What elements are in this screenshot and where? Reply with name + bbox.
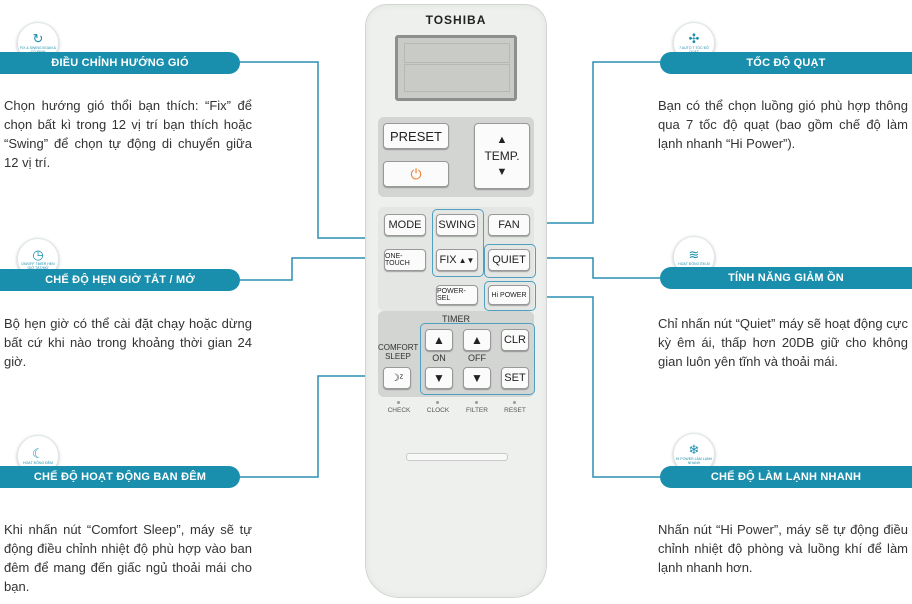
feature-desc-sleep: Khi nhấn nút “Comfort Sleep”, máy sẽ tự … (4, 522, 252, 594)
comfort-sleep-button[interactable]: ☽ᶻ (383, 367, 411, 389)
power-icon: ⏻ (410, 165, 422, 182)
timer-icon: ◷ (32, 247, 44, 262)
set-button[interactable]: SET (501, 367, 529, 389)
connector-fan (530, 61, 660, 224)
feature-desc-fan: Bạn có thể chọn luồng gió phù hợp thông … (658, 98, 908, 151)
timer-label: TIMER (442, 314, 470, 324)
up-arrow-icon: ▲ (433, 333, 445, 347)
up-arrow-icon: ▲ (471, 333, 483, 347)
feature-title-hipower: CHẾ ĐỘ LÀM LẠNH NHANH (660, 466, 912, 488)
feature-desc-airflow: Chọn hướng gió thổi bạn thích: “Fix” để … (4, 98, 252, 170)
sleep-icon: ☽ᶻ (390, 372, 404, 384)
down-arrow-icon: ▼ (433, 371, 445, 385)
hi-power-button[interactable]: Hi POWER (488, 285, 530, 305)
lcd-display (395, 35, 517, 101)
power-sel-button[interactable]: POWER-SEL (436, 285, 478, 305)
reset-indicator: RESET (504, 407, 526, 414)
clock-indicator: CLOCK (426, 407, 450, 414)
temp-up-icon: ▲ (496, 134, 508, 146)
fast-cooling-icon: ❄ (688, 442, 700, 457)
feature-desc-timer: Bộ hẹn giờ có thể cài đặt chạy hoặc dừng… (4, 316, 252, 369)
connector-fix (240, 257, 432, 281)
feature-title-sleep: CHẾ ĐỘ HOẠT ĐỘNG BAN ĐÊM (0, 466, 240, 488)
remote-control: TOSHIBA PRESET ⏻ ▲ TEMP. ▼ MODE SWING FA… (365, 4, 547, 598)
on-label: ON (432, 353, 446, 363)
temp-button[interactable]: ▲ TEMP. ▼ (474, 123, 530, 189)
power-button[interactable]: ⏻ (383, 161, 449, 187)
down-arrow-icon: ▼ (471, 371, 483, 385)
fix-button[interactable]: FIX ▲▼ (436, 249, 478, 271)
up-down-arrow-icon: ▲▼ (458, 255, 475, 265)
connector-sleep (240, 375, 381, 478)
connector-hipower (530, 296, 660, 478)
mode-button[interactable]: MODE (384, 214, 426, 236)
feature-title-airflow: ĐIỀU CHỈNH HƯỚNG GIÓ (0, 52, 240, 74)
fan-speed-icon: ✣ (688, 31, 700, 46)
on-up-button[interactable]: ▲ (425, 329, 453, 351)
feature-title-fan: TỐC ĐỘ QUẠT (660, 52, 912, 74)
feature-title-quiet: TÍNH NĂNG GIẢM ỒN (660, 267, 912, 289)
feature-desc-hipower: Nhấn nút “Hi Power”, máy sẽ tự động điều… (658, 522, 908, 575)
swing-button[interactable]: SWING (436, 214, 478, 236)
feature-desc-quiet: Chỉ nhấn nút “Quiet” máy sẽ hoạt động cự… (658, 316, 908, 369)
connector-quiet (530, 257, 660, 279)
on-down-button[interactable]: ▼ (425, 367, 453, 389)
off-label: OFF (468, 353, 486, 363)
quiet-button[interactable]: QUIET (488, 249, 530, 271)
off-down-button[interactable]: ▼ (463, 367, 491, 389)
feature-title-timer: CHẾ ĐỘ HẸN GIỜ TẮT / MỞ (0, 269, 240, 291)
preset-button[interactable]: PRESET (383, 123, 449, 149)
brand-logo: TOSHIBA (425, 13, 487, 27)
sleep-moon-icon: ☾ (32, 446, 44, 461)
off-up-button[interactable]: ▲ (463, 329, 491, 351)
filter-indicator: FILTER (466, 407, 488, 414)
cover-slot (406, 453, 508, 461)
temp-down-icon: ▼ (496, 166, 508, 178)
comfort-sleep-label: COMFORT SLEEP (378, 343, 419, 361)
one-touch-button[interactable]: ONE-TOUCH (384, 249, 426, 271)
quiet-operation-icon: ≋ (688, 247, 700, 262)
clr-button[interactable]: CLR (501, 329, 529, 351)
airflow-direction-icon: ↻ (32, 31, 44, 46)
fan-button[interactable]: FAN (488, 214, 530, 236)
check-indicator: CHECK (387, 407, 411, 414)
